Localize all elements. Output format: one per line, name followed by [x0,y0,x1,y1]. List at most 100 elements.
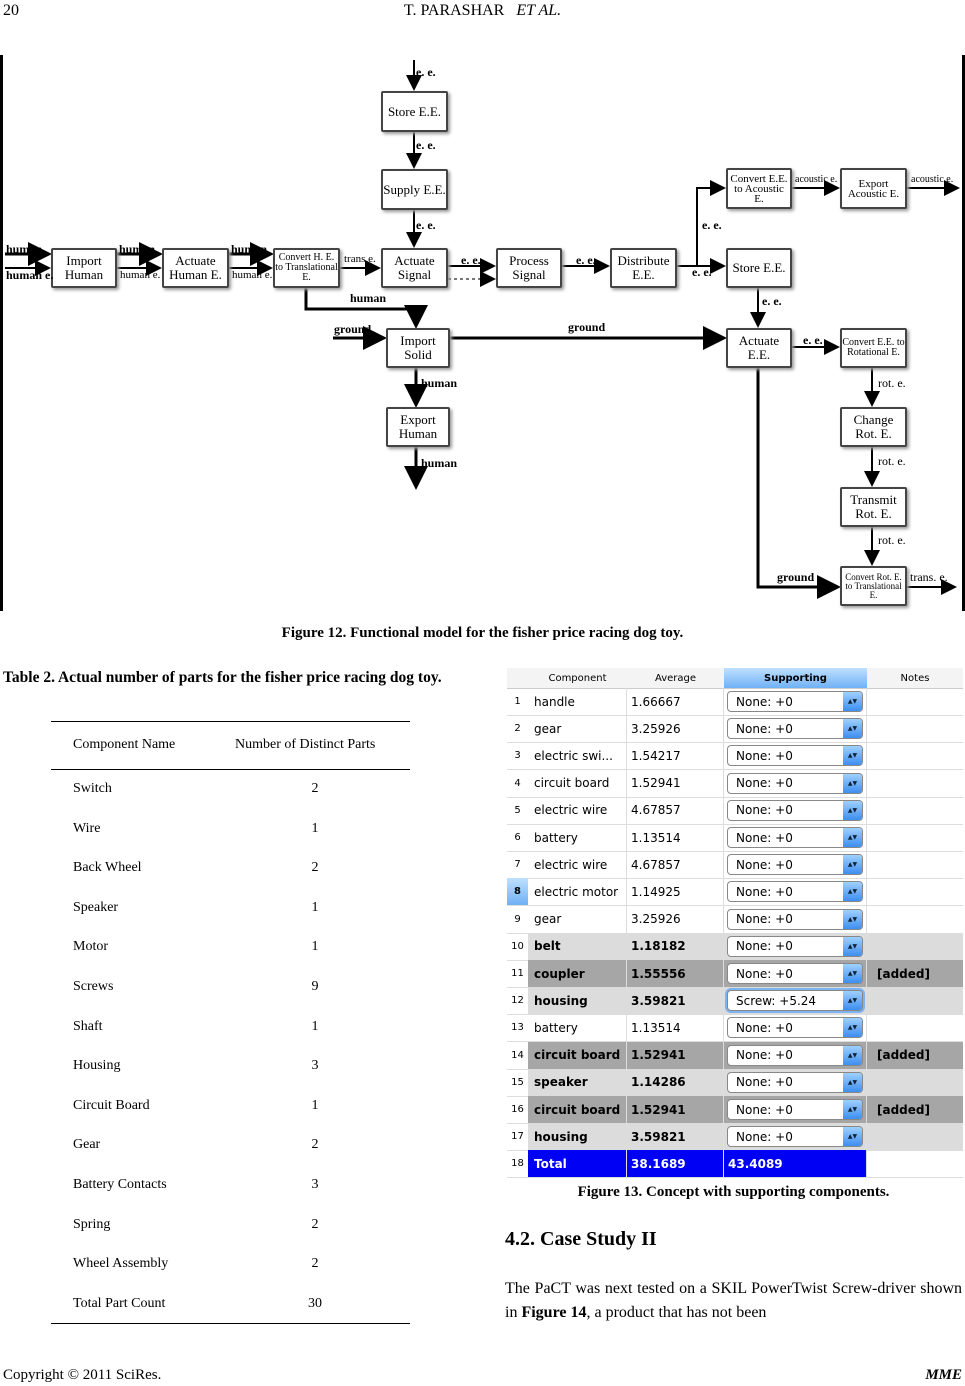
supporting-select[interactable]: None: +0 ▲▼ [727,1126,863,1148]
updown-arrows-icon[interactable]: ▲▼ [843,1100,862,1119]
updown-arrows-icon[interactable]: ▲▼ [843,746,862,766]
cell-component: belt [528,932,627,960]
updown-arrows-icon[interactable]: ▲▼ [843,1127,862,1147]
supporting-select[interactable]: None: +0 ▲▼ [727,799,863,821]
body-text: , a product that has not been [586,1304,767,1321]
box-convert-ee-acoustic: Convert E.E. to Acoustic E. [726,168,792,209]
flow-label: rot. e. [878,533,906,547]
table-cell-count: 3 [311,1058,319,1074]
updown-arrows-icon[interactable]: ▲▼ [843,800,862,820]
supporting-select-value: None: +0 [736,1129,793,1144]
table-cell-count: 9 [311,979,319,994]
table-cell-component: Wire [73,820,101,836]
column-header-component[interactable]: Component [528,668,627,689]
flow-label: human [350,291,387,305]
updown-arrows-icon[interactable]: ▲▼ [843,855,862,875]
cell-notes: [added] [867,960,963,987]
updown-arrows-icon[interactable]: ▲▼ [843,936,862,956]
cell-supporting: None: +0 ▲▼ [724,796,867,824]
supporting-select-value: None: +0 [736,830,793,845]
cell-supporting: None: +0▲▼ [724,769,867,797]
updown-arrows-icon[interactable]: ▲▼ [843,828,862,847]
cell-notes [867,878,963,905]
table-cell-component: Wheel Assembly [73,1256,169,1272]
updown-arrows-icon[interactable]: ▲▼ [843,1045,862,1065]
supporting-select[interactable]: None: +0▲▼ [727,691,863,712]
flow-label: rot. e. [878,454,906,468]
cell-notes: [added] [867,1041,963,1069]
column-header-supporting[interactable]: Supporting [724,668,867,689]
supporting-select[interactable]: None: +0 ▲▼ [727,827,863,848]
supporting-select[interactable]: None: +0▲▼ [727,908,863,930]
supporting-select[interactable]: None: +0▲▼ [727,1017,863,1039]
supporting-select-value: None: +0 [736,721,793,736]
supporting-select[interactable]: None: +0▲▼ [727,881,863,903]
column-header-notes[interactable]: Notes [867,668,963,689]
cell-average: 38.1689 [627,1150,724,1178]
supporting-select-value: None: +0 [736,803,793,818]
supporting-select[interactable]: Screw: +5.24▲▼ [727,990,863,1012]
updown-arrows-icon[interactable]: ▲▼ [843,882,862,902]
supporting-select[interactable]: None: +0▲▼ [727,935,863,957]
cell-component: handle [528,688,627,715]
updown-arrows-icon[interactable]: ▲▼ [843,773,862,793]
updown-arrows-icon[interactable]: ▲▼ [843,964,862,983]
updown-arrows-icon[interactable]: ▲▼ [843,692,862,711]
cell-supporting: None: +0▲▼ [724,688,867,715]
table-cell-count: 2 [311,1256,319,1272]
table-header-rule [51,769,410,770]
table-cell-component: Back Wheel [73,860,142,876]
supporting-select[interactable]: None: +0▲▼ [727,1044,863,1066]
row-number: 1 [514,696,521,707]
supporting-select[interactable]: None: +0 ▲▼ [727,1099,863,1120]
section-heading: 4.2. Case Study II [505,1228,657,1250]
flow-label: e. e. [702,218,722,232]
updown-arrows-icon[interactable]: ▲▼ [843,909,862,929]
updown-arrows-icon[interactable]: ▲▼ [843,1018,862,1038]
supporting-select[interactable]: None: +0▲▼ [727,963,863,984]
cell-average: 3.59821 [627,987,724,1015]
supporting-select[interactable]: None: +0▲▼ [727,854,863,876]
row-number: 17 [511,1131,524,1143]
body-paragraph: The PaCT was next tested on a SKIL Power… [505,1277,962,1325]
updown-arrows-icon[interactable]: ▲▼ [843,1072,862,1092]
column-header-average[interactable]: Average [627,668,724,689]
supporting-select[interactable]: None: +0▲▼ [727,772,863,794]
figure-reference-link[interactable]: Figure 14 [521,1304,587,1321]
supporting-select[interactable]: None: +0 ▲▼ [727,718,863,740]
table-cell-count: 3 [311,1177,319,1192]
table-cell-component: Total Part Count [73,1295,166,1311]
updown-arrows-icon[interactable]: ▲▼ [843,991,862,1011]
footer-journal: MME [925,1367,962,1383]
cell-average: 1.66667 [627,688,724,715]
cell-supporting: None: +0▲▼ [724,1068,867,1096]
updown-arrows-icon[interactable]: ▲▼ [843,719,862,739]
cell-average: 1.13514 [627,824,724,851]
cell-average: 1.18182 [627,932,724,960]
cell-component: speaker [528,1068,627,1096]
cell-notes [867,906,963,933]
supporting-select-value: None: +0 [736,1102,793,1117]
supporting-select[interactable]: None: +0▲▼ [727,745,863,767]
cell-notes [867,797,963,824]
supporting-select[interactable]: None: +0▲▼ [727,1071,863,1093]
cell-supporting: None: +0▲▼ [724,1014,867,1042]
